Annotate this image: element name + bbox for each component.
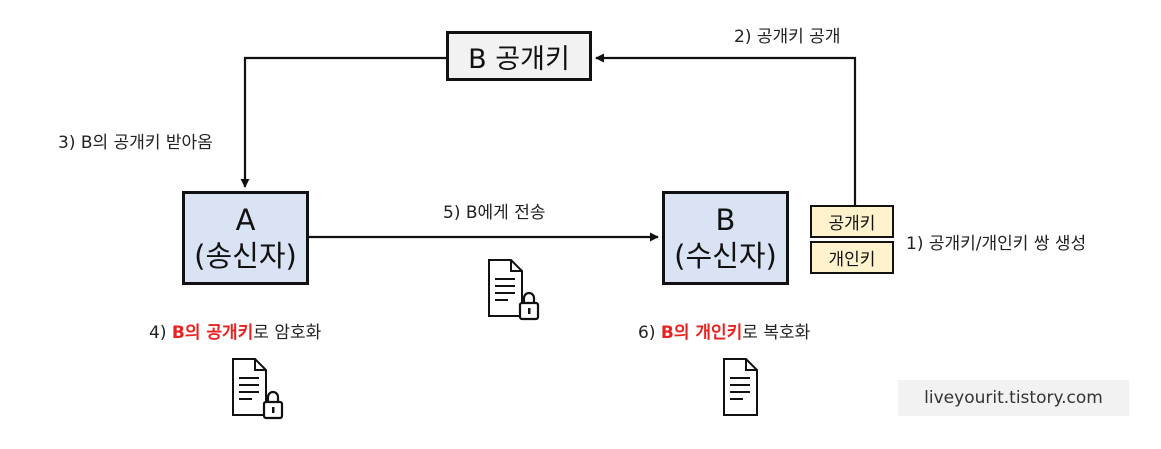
- public-key-tag: 공개키: [810, 205, 894, 238]
- arrow-fetch-key: [240, 56, 446, 188]
- public-key-tag-label: 공개키: [828, 214, 876, 234]
- step-2-label: 2) 공개키 공개: [734, 27, 841, 47]
- step-4-suffix: 로 암호화: [253, 323, 322, 343]
- step-4-label: 4) B의 공개키로 암호화: [149, 318, 321, 343]
- sender-box: A (송신자): [182, 191, 309, 285]
- watermark-text: liveyourit.tistory.com: [924, 388, 1103, 408]
- step-1-label: 1) 공개키/개인키 쌍 생성: [906, 234, 1087, 254]
- private-key-tag: 개인키: [810, 241, 894, 274]
- sender-name: A: [235, 203, 256, 237]
- document-icon: [723, 358, 758, 416]
- public-key-box: B 공개키: [446, 31, 592, 81]
- watermark: liveyourit.tistory.com: [898, 380, 1129, 416]
- document-lock-icon: [488, 259, 540, 321]
- sender-role: (송신자): [194, 239, 297, 273]
- arrow-publish-key: [595, 53, 857, 205]
- step-3-label: 3) B의 공개키 받아옴: [58, 133, 213, 153]
- step-6-prefix: 6): [638, 323, 661, 343]
- step-4-prefix: 4): [149, 323, 172, 343]
- public-key-box-label: B 공개키: [468, 43, 570, 75]
- private-key-tag-label: 개인키: [828, 250, 876, 270]
- step-6-label: 6) B의 개인키로 복호화: [638, 318, 810, 343]
- step-6-highlight: B의 개인키: [660, 323, 743, 343]
- step-4-highlight: B의 공개키: [171, 323, 254, 343]
- step-6-suffix: 로 복호화: [742, 323, 811, 343]
- step-5-label: 5) B에게 전송: [443, 203, 546, 223]
- document-lock-icon: [232, 358, 284, 420]
- receiver-role: (수신자): [674, 239, 777, 273]
- receiver-name: B: [715, 203, 736, 237]
- receiver-box: B (수신자): [662, 191, 789, 285]
